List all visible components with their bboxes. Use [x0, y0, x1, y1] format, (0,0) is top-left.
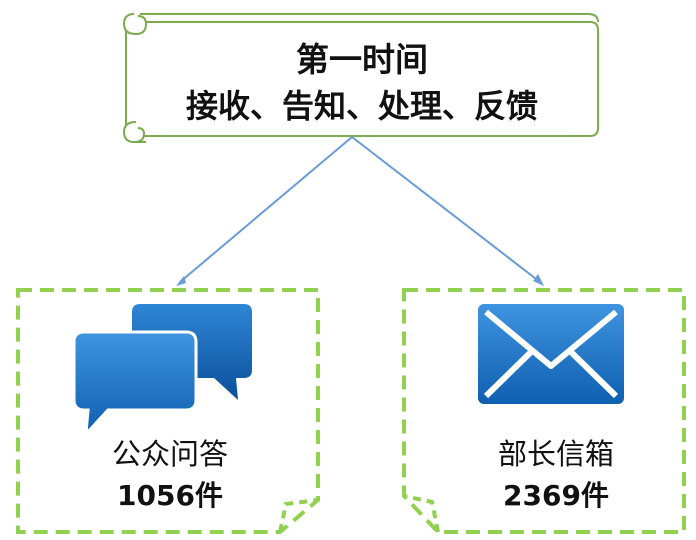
banner-title: 第一时间 [296, 40, 428, 79]
envelope-icon [478, 304, 624, 404]
card-public-qa-label: 公众问答 [111, 437, 228, 471]
scroll-banner [122, 13, 599, 144]
arrowhead-right [533, 274, 544, 286]
card-minister-mailbox-count: 2369件 [503, 479, 609, 512]
scroll-curl-top [122, 13, 148, 36]
card-public-qa-count: 1056件 [117, 479, 223, 512]
folded-corner-right [403, 494, 440, 533]
chat-bubbles-icon [72, 304, 252, 439]
arrowhead-left [176, 276, 186, 286]
connector-right [351, 136, 541, 283]
card-minister-mailbox-label: 部长信箱 [497, 437, 614, 471]
banner-subtitle: 接收、告知、处理、反馈 [185, 87, 538, 125]
connector-left [179, 136, 353, 283]
card-minister-mailbox [402, 288, 686, 534]
folded-corner-left [278, 498, 319, 533]
card-public-qa [16, 288, 320, 534]
connectors [176, 136, 544, 286]
